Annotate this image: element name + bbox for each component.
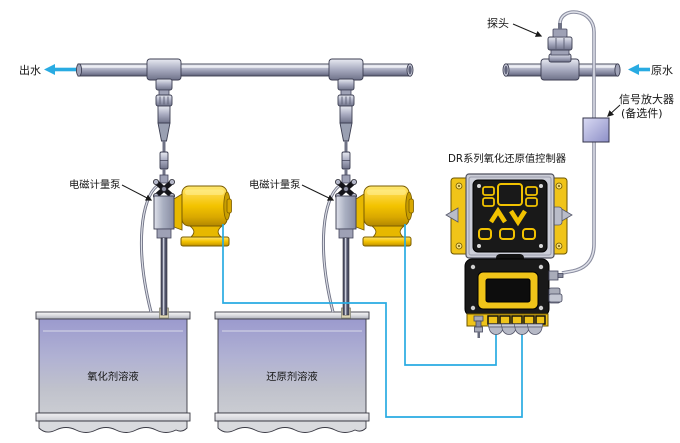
tank-right-label: 还原剂溶液 [266, 370, 317, 383]
amplifier-label-line2: (备选件) [621, 106, 663, 120]
outlet-label: 出水 [19, 63, 41, 77]
controller-label: DR系列氧化还原值控制器 [448, 152, 566, 165]
leader-lines [121, 23, 621, 201]
amplifier-label-line1: 信号放大器 [619, 92, 674, 106]
orp-controller-terminal-unit [464, 258, 564, 338]
orp-probe [540, 10, 596, 118]
controller-keypad [478, 183, 538, 240]
raw-water-flow-arrow [628, 64, 650, 75]
injection-valve-right [328, 58, 364, 177]
signal-wire-pump-right [404, 224, 497, 366]
cable-glands [488, 323, 543, 335]
signal-amplifier [561, 117, 610, 275]
raw-water-label: 原水 [651, 64, 673, 77]
metering-pump-right [323, 175, 413, 318]
metering-pump-left [141, 175, 231, 318]
pump-left-label: 电磁计量泵 [69, 178, 120, 191]
signal-wire-pump-left [222, 224, 523, 418]
pump-right-label: 电磁计量泵 [249, 178, 300, 191]
injection-valve-left [146, 58, 182, 177]
probe-label: 探头 [487, 17, 509, 30]
left-fitting [473, 315, 484, 338]
tank-left-label: 氧化剂溶液 [87, 370, 138, 383]
outlet-flow-arrow [44, 64, 76, 75]
orp-controller-display-unit [445, 173, 573, 262]
